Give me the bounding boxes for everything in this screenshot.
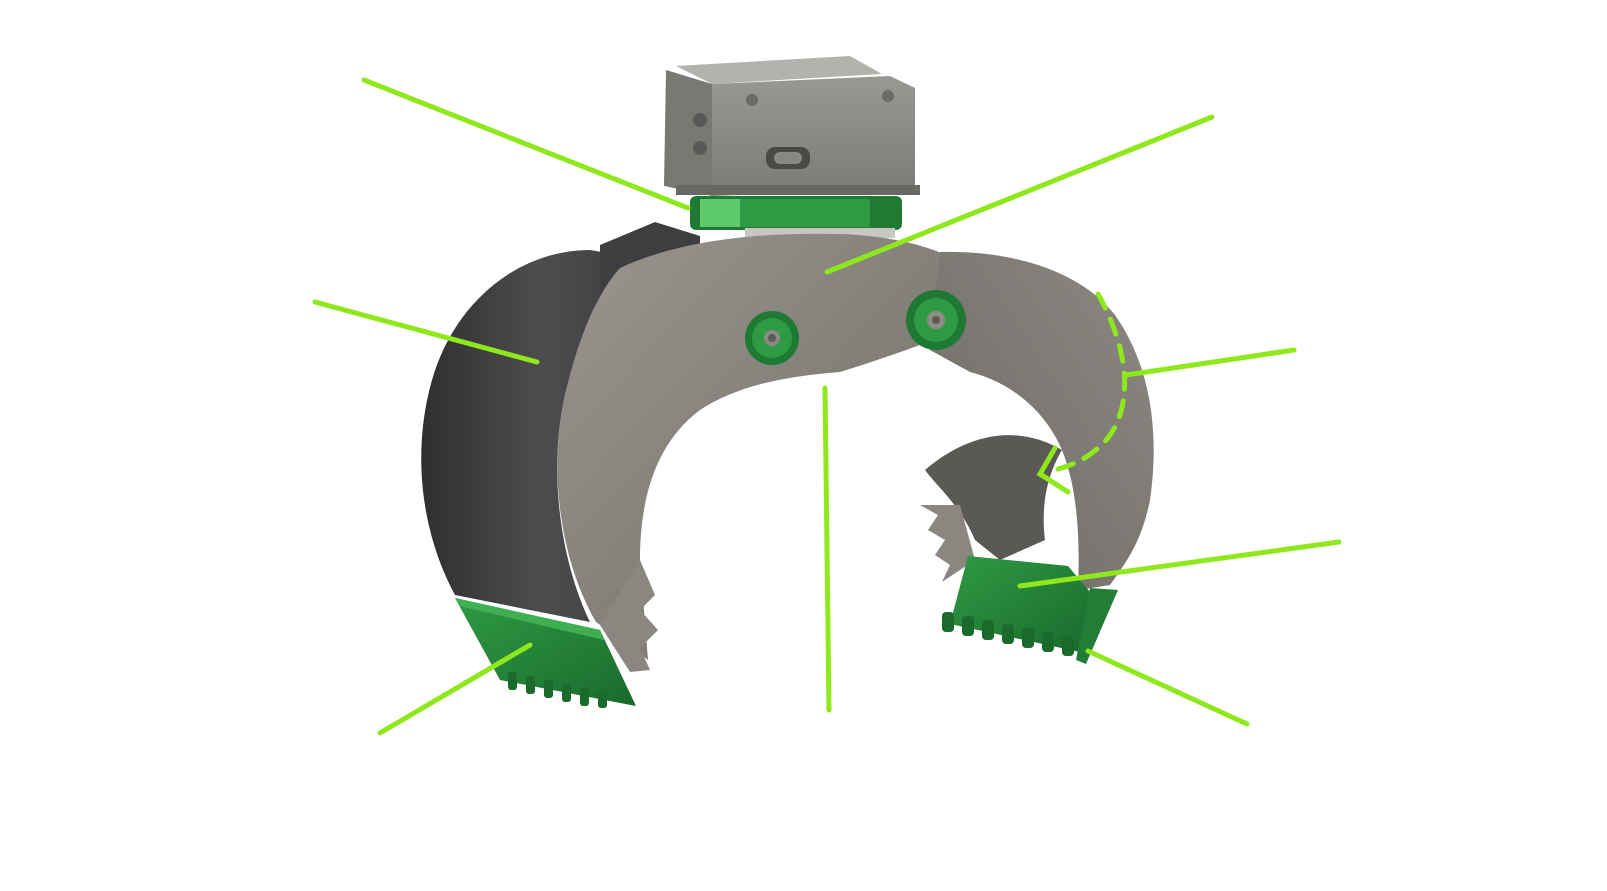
- rotation-arrowhead: [1036, 445, 1071, 495]
- right-pivot-pin: [906, 290, 966, 350]
- central-body: [557, 233, 960, 672]
- callout-line-jaw-rotation: [1123, 347, 1297, 378]
- callout-line-central-body: [824, 114, 1215, 275]
- callout-line-center-opening: [822, 385, 832, 713]
- callout-line-left-cutting-edge: [377, 642, 533, 736]
- rotator-ring: [690, 196, 902, 238]
- top-bracket: [664, 56, 920, 196]
- callout-line-right-cutting-edge-tip: [1085, 648, 1250, 727]
- right-jaw: [920, 251, 1154, 590]
- left-cutting-edge: [455, 598, 636, 708]
- callout-line-rotator-ring: [361, 77, 691, 211]
- callout-line-left-jaw-shell: [312, 299, 540, 365]
- callout-line-right-wear-plate: [1017, 539, 1342, 589]
- left-pivot-pin: [745, 311, 799, 365]
- rotation-arrow: [1052, 291, 1128, 473]
